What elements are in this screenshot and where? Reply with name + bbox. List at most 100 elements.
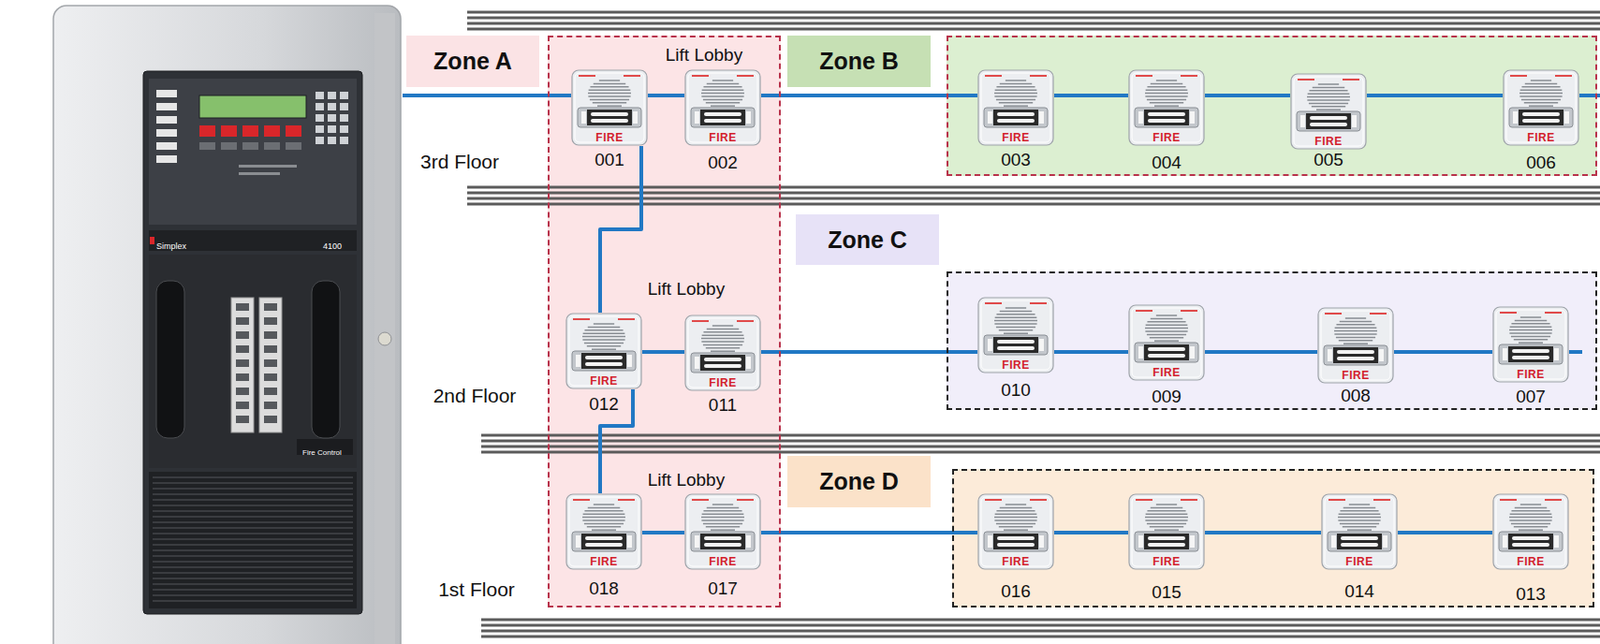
strobe-cap	[1189, 535, 1195, 548]
speaker-grille	[998, 526, 1033, 529]
keypad-key	[315, 125, 324, 133]
speaker-grille	[1003, 104, 1028, 107]
horn-strobe-drawing	[685, 494, 761, 570]
indicator	[156, 89, 177, 98]
strobe-housing	[690, 352, 755, 373]
device-number: 010	[1000, 380, 1031, 400]
speaker-grille	[599, 79, 620, 82]
device-number-holder: 015	[1114, 583, 1219, 602]
vent-slot	[152, 532, 353, 535]
name-band	[148, 230, 357, 251]
wire	[761, 530, 978, 535]
floor-stripe	[481, 445, 1600, 449]
strobe-housing	[983, 107, 1048, 128]
brand-mark	[578, 74, 596, 77]
vent-slot	[152, 588, 353, 591]
strobe-tube	[997, 112, 1035, 117]
horn-strobe: FIRE002	[684, 69, 762, 147]
device-body	[1129, 494, 1204, 570]
speaker-grille	[712, 79, 734, 82]
device-number: 017	[707, 578, 738, 599]
speaker-grille	[1144, 519, 1188, 522]
switch	[264, 373, 278, 382]
switch	[235, 331, 250, 339]
strobe-lens	[1336, 533, 1382, 550]
fire-text-holder: FIRE	[977, 355, 1055, 373]
indicator	[156, 155, 177, 163]
fire-marking: FIRE	[708, 555, 736, 569]
wire	[1054, 350, 1129, 354]
speaker-grille	[1509, 519, 1552, 522]
strobe-cap	[1189, 111, 1195, 124]
vent-slot	[152, 600, 353, 602]
speaker-grille	[994, 516, 1038, 519]
strobe-cap	[1138, 111, 1144, 124]
speaker-grille	[1513, 526, 1548, 529]
speaker-grille	[701, 519, 744, 522]
strobe-cap	[575, 535, 581, 548]
vent-slot	[152, 510, 353, 513]
brand-mark	[691, 499, 709, 501]
keypad-key	[315, 102, 324, 111]
horn-strobe-drawing	[566, 313, 642, 389]
fire-text-holder: FIRE	[977, 552, 1055, 570]
vent-slot	[152, 594, 353, 597]
speaker-grille	[1146, 321, 1186, 323]
speaker-grille	[1521, 99, 1561, 102]
fire-marking: FIRE	[595, 131, 623, 145]
device-body	[978, 494, 1054, 570]
strobe-cap	[627, 535, 632, 548]
speaker-grille	[1146, 510, 1186, 513]
speaker-grille	[582, 338, 625, 341]
strobe-cap	[1331, 535, 1336, 548]
strobe-tube	[1522, 112, 1560, 117]
strobe-lens	[993, 337, 1039, 353]
brand-mark	[1544, 311, 1562, 314]
door-knob	[378, 332, 392, 346]
device-number-holder: 003	[963, 150, 1069, 170]
control-button	[220, 142, 237, 150]
brand-mark	[1180, 499, 1198, 501]
strobe-tube	[1309, 116, 1348, 120]
horn-strobe-drawing	[685, 70, 761, 146]
device-number-holder: 001	[557, 150, 662, 170]
wire	[1054, 530, 1129, 535]
wire	[642, 350, 685, 354]
speaker-grille	[1347, 528, 1372, 531]
speaker-grille	[582, 519, 625, 522]
strobe-cap	[1502, 348, 1508, 361]
horn-strobe: FIRE017	[684, 493, 762, 571]
handset	[311, 280, 340, 439]
keypad-key	[339, 125, 349, 133]
horn-strobe: FIRE014	[1321, 493, 1398, 571]
strobe-cap	[1554, 535, 1559, 548]
area-label: Lift Lobby	[647, 278, 725, 299]
strobe-cap	[1351, 115, 1357, 128]
speaker-grille	[703, 523, 743, 526]
strobe-lens	[581, 533, 627, 550]
speaker-grille	[706, 328, 739, 331]
strobe-cap	[1039, 111, 1044, 124]
device-number: 016	[1000, 581, 1031, 602]
device-body	[1503, 70, 1579, 146]
panel-marking	[238, 172, 280, 176]
speaker-grille	[1521, 86, 1560, 89]
switch	[264, 317, 278, 325]
speaker-grille	[583, 513, 626, 515]
speaker-grille	[589, 86, 629, 89]
vent-slot	[152, 476, 353, 479]
strobe-cap	[1502, 535, 1508, 548]
strobe-tube	[704, 112, 742, 117]
wire	[1204, 530, 1322, 535]
wire	[761, 350, 978, 354]
floor-label: 2nd Floor	[433, 384, 517, 407]
horn-strobe-drawing	[1493, 307, 1569, 382]
device-number-holder: 006	[1488, 153, 1594, 173]
fire-marking: FIRE	[1516, 555, 1544, 569]
horn-strobe: FIRE013	[1492, 493, 1570, 571]
control-button	[264, 142, 280, 150]
strobe-lens	[1144, 344, 1189, 361]
speaker-grille	[706, 83, 739, 86]
switch	[264, 387, 278, 396]
strobe-cap	[1039, 535, 1044, 548]
